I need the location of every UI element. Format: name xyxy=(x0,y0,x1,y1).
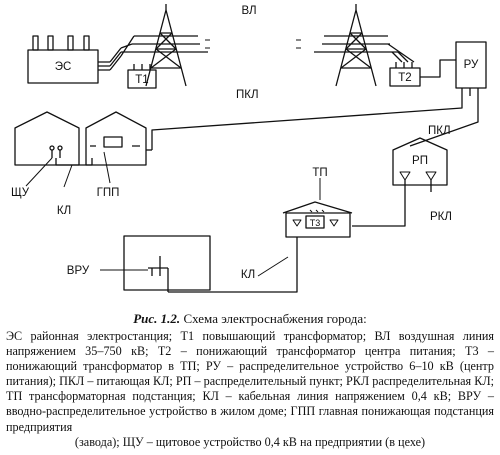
label-pkl-right: ПКЛ xyxy=(428,125,451,137)
label-t3: Т3 xyxy=(310,218,321,228)
power-station xyxy=(27,35,122,84)
label-kl-left: КЛ xyxy=(57,205,71,217)
label-t2: Т2 xyxy=(398,72,411,84)
label-schu: ЩУ xyxy=(11,187,30,199)
cable-kl-vru xyxy=(168,237,298,293)
figure-caption: Рис. 1.2. Схема электроснабжения города: xyxy=(0,311,500,327)
substation-tp xyxy=(282,201,353,238)
building-vru xyxy=(123,235,211,292)
label-rkl: РКЛ xyxy=(430,211,452,223)
label-kl-bottom: КЛ xyxy=(241,269,255,281)
figure-legend: ЭС районная электростанция; Т1 повышающи… xyxy=(6,329,494,450)
distribution-device-ru xyxy=(455,41,487,96)
power-supply-diagram: ВЛ ЭС Т1 Т2 РУ ПКЛ ПКЛ РП ТП Т3 РКЛ ЩУ К… xyxy=(11,4,487,293)
legend-tail: (завода); ЩУ – щитовое устройство 0,4 кВ… xyxy=(74,434,426,449)
label-gpp: ГПП xyxy=(97,187,120,199)
label-es: ЭС xyxy=(55,61,72,73)
label-vl: ВЛ xyxy=(241,5,256,17)
transmission-tower-right xyxy=(314,4,415,87)
label-t1: Т1 xyxy=(135,74,148,86)
cable-pkl-main xyxy=(151,96,463,150)
building-schu xyxy=(14,111,80,166)
label-rp: РП xyxy=(412,155,428,167)
building-rp xyxy=(392,137,448,186)
label-pkl-top: ПКЛ xyxy=(236,89,259,101)
building-gpp xyxy=(85,111,152,166)
cable-rkl xyxy=(352,180,406,227)
figure-title: Схема электроснабжения города: xyxy=(183,311,367,326)
cable-pkl-rp xyxy=(409,96,479,147)
label-ru: РУ xyxy=(464,59,479,71)
label-tp: ТП xyxy=(312,167,327,179)
figure-number: Рис. 1.2. xyxy=(133,311,181,326)
legend-text: ЭС районная электростанция; Т1 повышающи… xyxy=(6,329,494,434)
transmission-tower-left xyxy=(120,4,208,87)
label-vru: ВРУ xyxy=(67,265,90,277)
